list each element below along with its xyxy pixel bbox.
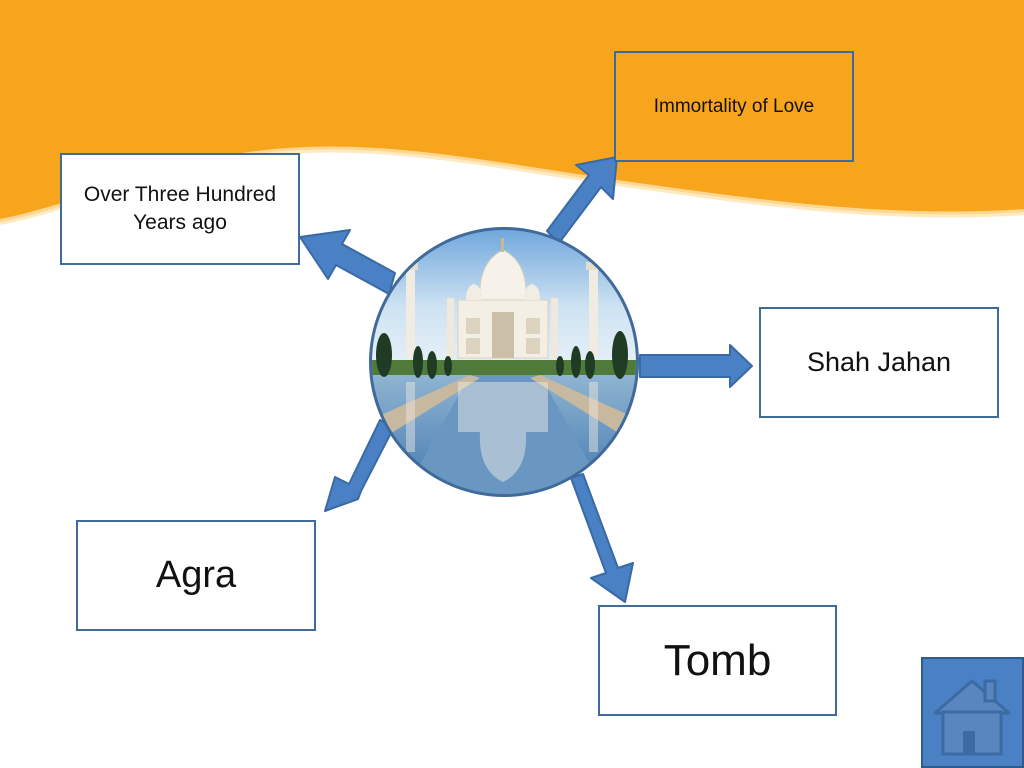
node-label: Tomb: [663, 635, 772, 685]
node-label: Shah Jahan: [806, 347, 952, 378]
node-over-three-hundred-years-ago: Over Three Hundred Years ago: [60, 153, 300, 265]
node-agra: Agra: [76, 520, 316, 631]
arrow-to-bottom-left: [324, 419, 395, 512]
node-immortality-of-love: Immortality of Love: [614, 51, 854, 162]
arrow-to-top-right: [546, 156, 618, 244]
arrow-to-bottom: [570, 473, 634, 603]
node-shah-jahan: Shah Jahan: [759, 307, 999, 418]
home-button[interactable]: [921, 657, 1024, 768]
node-tomb: Tomb: [598, 605, 837, 716]
home-icon: [933, 679, 1011, 756]
node-label: Over Three Hundred Years ago: [83, 182, 277, 234]
taj-mahal-icon: [369, 227, 639, 497]
arrow-to-right: [639, 344, 753, 388]
node-label: Agra: [155, 553, 237, 596]
node-label: Immortality of Love: [653, 95, 815, 117]
arrow-to-top-left: [299, 229, 396, 295]
